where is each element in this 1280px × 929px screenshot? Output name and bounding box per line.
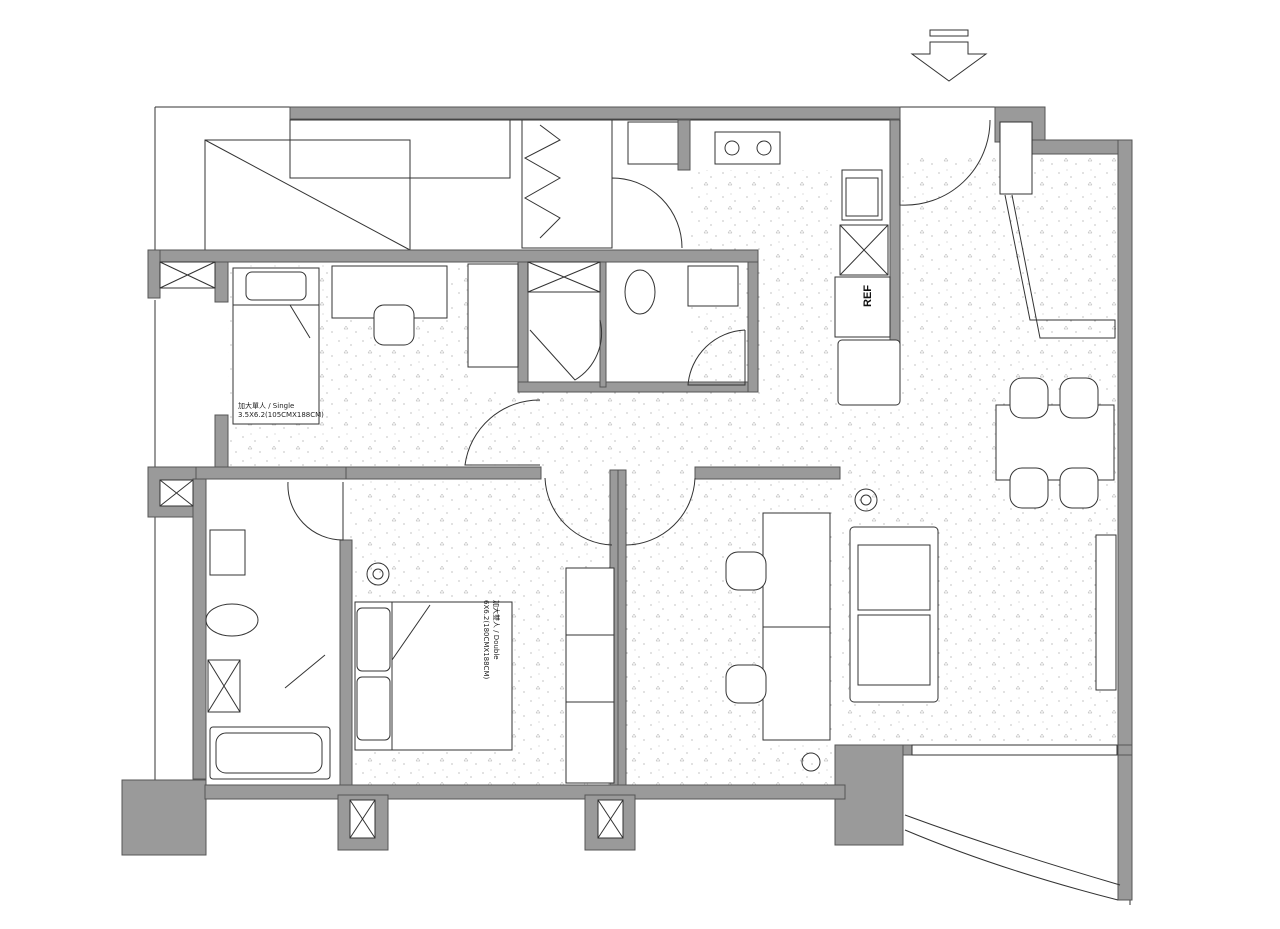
- refrigerator-label: REF: [862, 285, 874, 307]
- living-room: [849, 121, 1118, 756]
- svg-text:加大雙人 / Double: 加大雙人 / Double: [492, 600, 501, 660]
- bathroom-fixtures: [205, 124, 739, 780]
- wardrobe: [565, 567, 615, 784]
- chair: [373, 304, 415, 346]
- svg-text:3.5X6.2(105CMX188CM): 3.5X6.2(105CMX188CM): [238, 411, 324, 419]
- bathtub-icon: [209, 726, 331, 780]
- bedroom-single: 加大單人 / Single 3.5X6.2(105CMX188CM): [232, 263, 519, 425]
- toilet-icon: [624, 269, 656, 315]
- study-area: [725, 512, 831, 772]
- chair: [725, 664, 767, 704]
- ventilation-shafts: [159, 224, 889, 839]
- chair: [725, 551, 767, 591]
- bedroom-double: 加大雙人 / Double 6X6.2(180CMX188CM): [354, 562, 615, 784]
- refrigerator: [834, 276, 891, 338]
- dining-table: [995, 404, 1115, 481]
- doors: [287, 119, 1121, 901]
- entry-arrow-icon: [910, 29, 988, 82]
- svg-text:6X6.2(180CMX188CM): 6X6.2(180CMX188CM): [482, 600, 490, 679]
- svg-text:加大單人 / Single: 加大單人 / Single: [238, 401, 294, 410]
- wardrobe: [467, 263, 519, 368]
- toilet-icon: [205, 603, 259, 637]
- kitchen: REF: [714, 131, 901, 406]
- tv-console: [1095, 534, 1117, 691]
